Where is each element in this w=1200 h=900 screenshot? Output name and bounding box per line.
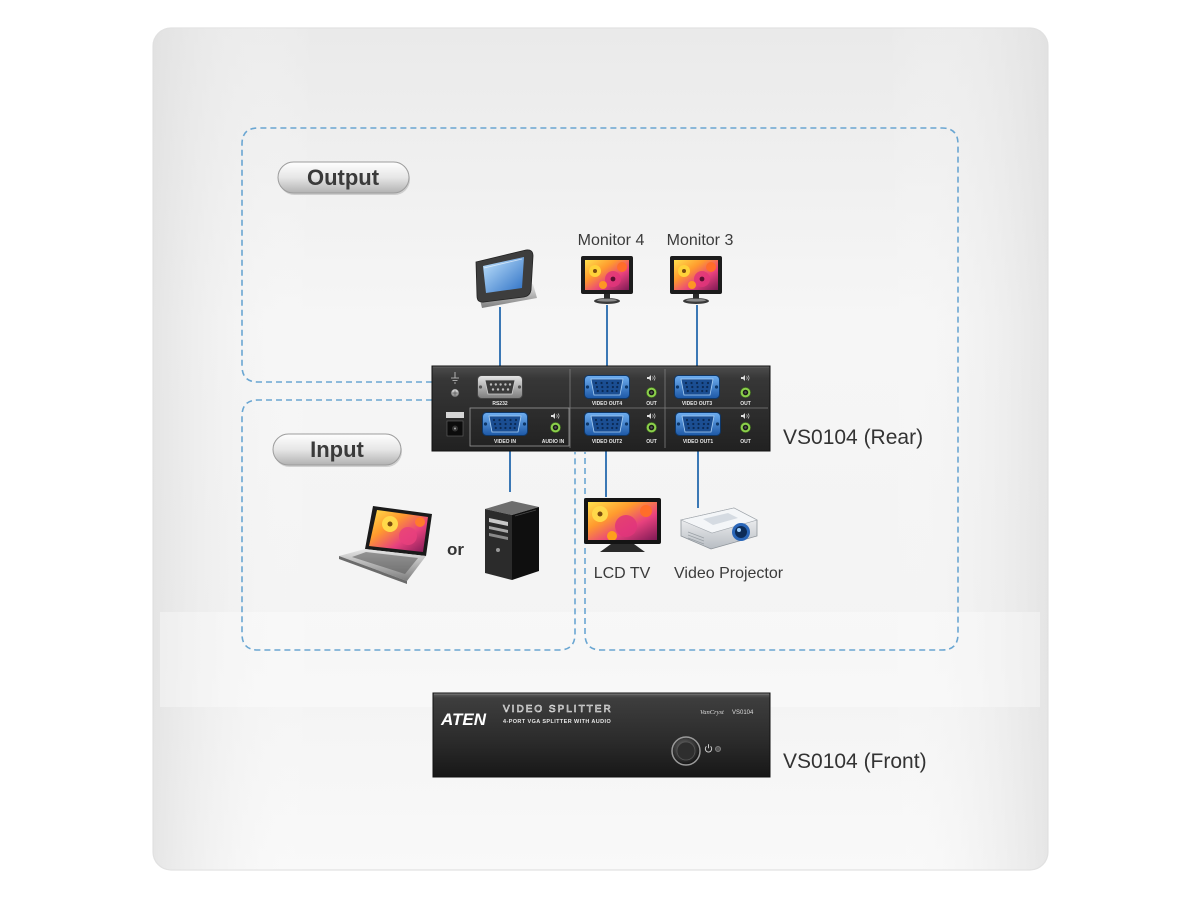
output-region-border bbox=[241, 127, 959, 651]
video-projector-label: Video Projector bbox=[674, 565, 784, 582]
rs232-port bbox=[477, 375, 523, 399]
front-panel: ATEN VIDEO SPLITTER 4-PORT VGA SPLITTER … bbox=[432, 692, 771, 778]
video-out2-label: VIDEO OUT2 bbox=[592, 439, 623, 445]
lcd-tv-label: LCD TV bbox=[594, 565, 651, 582]
rear-panel: RS232 VIDEO OUT4 OUT VIDEO OUT3 OUT VIDE… bbox=[431, 365, 771, 452]
audio-out3-jack bbox=[740, 387, 751, 398]
front-panel-caption: VS0104 (Front) bbox=[783, 750, 927, 773]
output-label-text: Output bbox=[307, 165, 380, 190]
video-in-port bbox=[482, 412, 528, 436]
audio-out2-label: OUT bbox=[646, 439, 657, 445]
projector-icon bbox=[680, 507, 758, 550]
rs232-label: RS232 bbox=[492, 401, 508, 407]
input-region-border bbox=[241, 399, 576, 651]
video-out3-label: VIDEO OUT3 bbox=[682, 401, 713, 407]
monitor-3-label: Monitor 3 bbox=[667, 232, 734, 249]
video-in-label: VIDEO IN bbox=[494, 439, 516, 445]
input-region-label: Input bbox=[272, 433, 402, 467]
audio-out4-jack bbox=[646, 387, 657, 398]
power-led bbox=[715, 746, 721, 752]
video-out1-port bbox=[675, 412, 721, 436]
audio-in-jack bbox=[550, 422, 561, 433]
rear-panel-caption: VS0104 (Rear) bbox=[783, 426, 923, 449]
audio-out1-label: OUT bbox=[740, 439, 751, 445]
audio-out3-label: OUT bbox=[740, 401, 751, 407]
video-out4-label: VIDEO OUT4 bbox=[592, 401, 623, 407]
video-out1-label: VIDEO OUT1 bbox=[683, 439, 714, 445]
laptop-icon bbox=[339, 506, 432, 584]
output-region-label: Output bbox=[277, 161, 410, 195]
input-label-text: Input bbox=[310, 437, 364, 462]
monitor-4-label: Monitor 4 bbox=[578, 232, 645, 249]
product-type: VIDEO SPLITTER bbox=[503, 704, 613, 715]
model-number: VS0104 bbox=[732, 710, 754, 716]
ground-screw bbox=[450, 388, 460, 398]
power-button bbox=[671, 736, 701, 766]
product-description: 4-PORT VGA SPLITTER WITH AUDIO bbox=[503, 719, 611, 725]
lcd-tv-icon bbox=[584, 498, 661, 552]
power-icon bbox=[704, 744, 713, 753]
desktop-tower-icon bbox=[485, 501, 539, 580]
audio-in-label: AUDIO IN bbox=[542, 439, 565, 445]
video-out2-port bbox=[584, 412, 630, 436]
ground-icon bbox=[451, 372, 459, 384]
or-separator: or bbox=[447, 540, 464, 559]
audio-out1-jack bbox=[740, 422, 751, 433]
power-jack bbox=[446, 412, 464, 437]
audio-out2-jack bbox=[646, 422, 657, 433]
audio-out4-label: OUT bbox=[646, 401, 657, 407]
connection-lines bbox=[499, 305, 699, 508]
series-name: VanCryst bbox=[700, 709, 724, 716]
touch-panel-icon bbox=[475, 249, 537, 308]
video-out4-port bbox=[584, 375, 630, 399]
background-reflection-band bbox=[160, 612, 1040, 707]
brand-logo: ATEN bbox=[440, 710, 487, 729]
video-out3-port bbox=[674, 375, 720, 399]
